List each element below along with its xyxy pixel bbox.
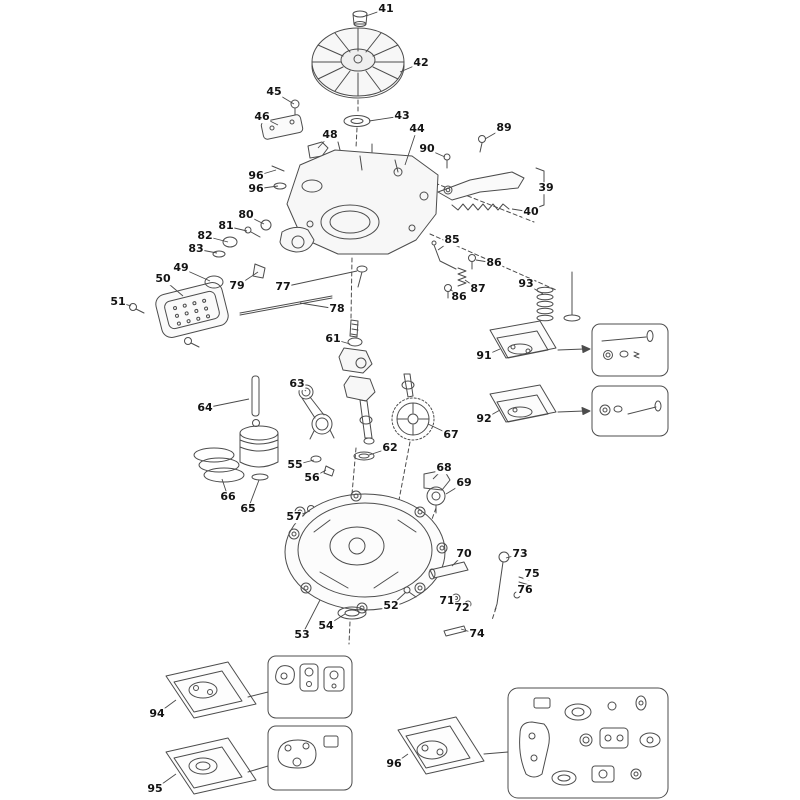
part-callout-53: 53 <box>293 628 311 642</box>
camshaft-illustration <box>391 373 435 441</box>
crankcase-illustration <box>286 141 439 255</box>
part-callout-96: 96 <box>247 182 265 196</box>
part-callout-40: 40 <box>522 205 540 219</box>
part-callout-75: 75 <box>523 567 541 581</box>
part-callout-90: 90 <box>418 142 436 156</box>
part-callout-93: 93 <box>517 277 535 291</box>
part-callout-82: 82 <box>196 229 214 243</box>
part-callout-55: 55 <box>286 458 304 472</box>
part-callout-91: 91 <box>475 349 493 363</box>
gasket-kit-95-illustration <box>165 725 353 795</box>
part-callout-81: 81 <box>217 219 235 233</box>
throttle-link-illustration <box>431 240 476 299</box>
leader-line-77 <box>282 270 358 288</box>
part-callout-41: 41 <box>377 2 395 16</box>
part-callout-85: 85 <box>443 233 461 247</box>
leader-line-44 <box>404 128 418 166</box>
part-callout-78: 78 <box>328 302 346 316</box>
part-callout-79: 79 <box>228 279 246 293</box>
part-callout-89: 89 <box>495 121 513 135</box>
part-callout-57: 57 <box>285 510 303 524</box>
part-callout-68: 68 <box>435 461 453 475</box>
part-callout-48: 48 <box>321 128 339 142</box>
part-callout-50: 50 <box>154 272 172 286</box>
part-callout-87: 87 <box>469 282 487 296</box>
part-callout-51: 51 <box>109 295 127 309</box>
valve-kit-92-illustration <box>489 384 669 437</box>
part-callout-56: 56 <box>303 471 321 485</box>
part-callout-92: 92 <box>475 412 493 426</box>
part-callout-43: 43 <box>393 109 411 123</box>
crankshaft-illustration <box>338 319 376 445</box>
leader-line-53 <box>301 599 321 636</box>
part-callout-71: 71 <box>438 594 456 608</box>
part-callout-44: 44 <box>408 122 426 136</box>
part-callout-70: 70 <box>455 547 473 561</box>
bolt-and-rod-illustration <box>239 265 368 316</box>
gasket-kit-94-illustration <box>165 655 353 719</box>
part-callout-94: 94 <box>148 707 166 721</box>
part-callout-66: 66 <box>219 490 237 504</box>
part-callout-45: 45 <box>265 85 283 99</box>
part-callout-61: 61 <box>324 332 342 346</box>
part-callout-83: 83 <box>187 242 205 256</box>
part-callout-96: 96 <box>385 757 403 771</box>
part-callout-96: 96 <box>247 169 265 183</box>
flywheel-illustration <box>311 27 405 99</box>
part-callout-95: 95 <box>146 782 164 796</box>
part-callout-69: 69 <box>455 476 473 490</box>
part-callout-52: 52 <box>382 599 400 613</box>
part-callout-76: 76 <box>516 583 534 597</box>
part-callout-67: 67 <box>442 428 460 442</box>
part-callout-77: 77 <box>274 280 292 294</box>
part-callout-39: 39 <box>537 181 555 195</box>
muffler-illustration <box>129 263 266 348</box>
part-callout-63: 63 <box>288 377 306 391</box>
part-callout-86: 86 <box>450 290 468 304</box>
gasket-kit-96-illustration <box>397 687 669 799</box>
carburetor-illustration <box>212 219 315 258</box>
part-callout-86: 86 <box>485 256 503 270</box>
part-callout-42: 42 <box>412 56 430 70</box>
part-callout-49: 49 <box>172 261 190 275</box>
valve-kit-91-illustration <box>489 320 669 377</box>
breather-plate-illustration <box>260 99 329 190</box>
part-callout-64: 64 <box>196 401 214 415</box>
part-callout-80: 80 <box>237 208 255 222</box>
part-callout-73: 73 <box>511 547 529 561</box>
connecting-rod-illustration <box>251 375 335 440</box>
part-callout-65: 65 <box>239 502 257 516</box>
part-callout-46: 46 <box>253 110 271 124</box>
piston-illustration <box>193 425 279 483</box>
part-callout-72: 72 <box>453 601 471 615</box>
fuel-cap-illustration <box>352 10 368 27</box>
part-callout-54: 54 <box>317 619 335 633</box>
part-callout-74: 74 <box>468 627 486 641</box>
governor-linkage-illustration <box>437 135 545 211</box>
part-callout-62: 62 <box>381 441 399 455</box>
